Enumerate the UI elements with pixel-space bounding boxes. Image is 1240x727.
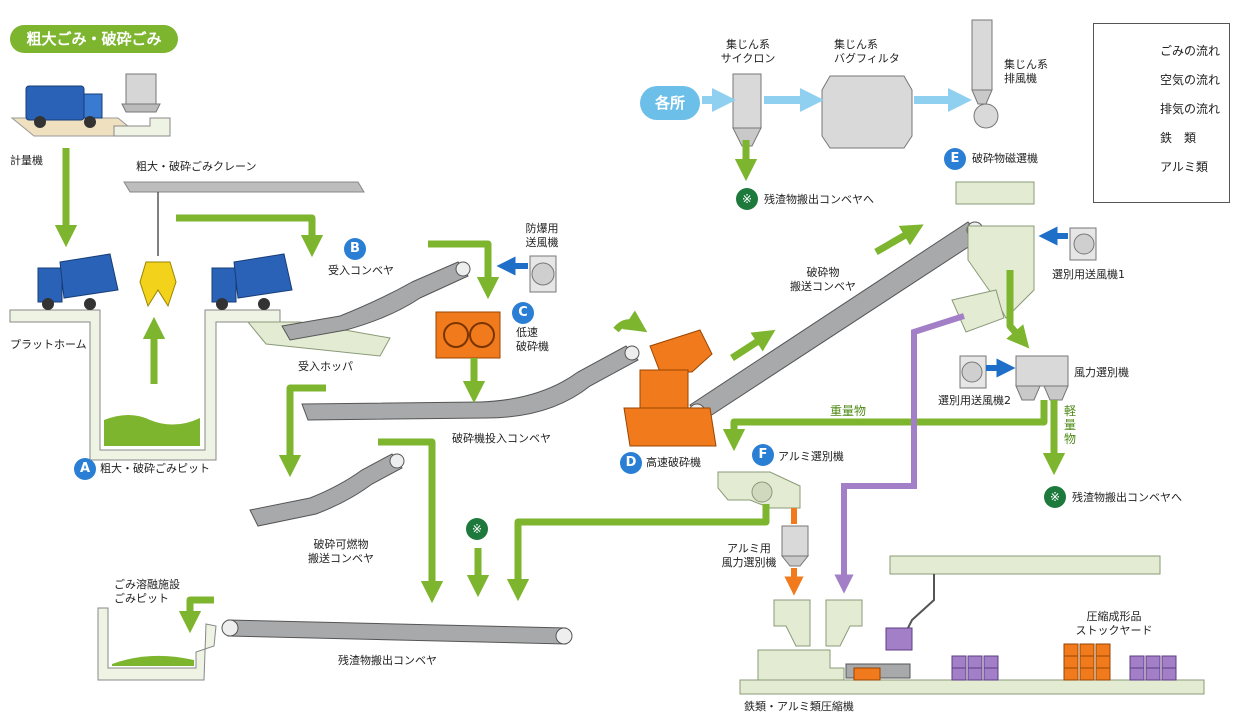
label-to-residue-conveyor-top: 残渣物搬出コンベヤへ <box>764 193 874 206</box>
legend-label: アルミ類 <box>1160 160 1208 174</box>
exhaust-fan <box>971 19 999 129</box>
label-al-wind-sorter-line1: アルミ用 <box>727 542 771 555</box>
legend-label: 排気の流れ <box>1160 102 1221 116</box>
sorting-fan-2 <box>959 355 987 389</box>
label-exhaust-fan-line1: 集じん系 <box>1004 58 1048 71</box>
pit-structure <box>9 309 281 461</box>
sorting-fan-1 <box>1069 227 1097 261</box>
label-wind-sorter: 風力選別機 <box>1074 366 1129 379</box>
receiving-hopper <box>246 321 391 357</box>
label-low-speed-line1: 低速 <box>516 326 538 339</box>
label-light-2: 量 <box>1064 418 1077 432</box>
label-melting-pit-line2: ごみピット <box>114 592 169 605</box>
waste-flow-arrows <box>54 140 1066 634</box>
label-compressor: 鉄類・アルミ類圧縮機 <box>744 700 854 713</box>
marker-d: D <box>620 452 642 474</box>
crusher-input-conveyor-belt <box>301 345 640 421</box>
weighing-booth <box>113 73 171 137</box>
marker-c: C <box>512 302 534 324</box>
label-sorting-fan-2: 選別用送風機2 <box>938 394 1011 407</box>
label-crushed-conveyor-line2: 搬送コンベヤ <box>790 280 856 293</box>
marker-a: A <box>74 458 96 480</box>
label-low-speed-line2: 破砕機 <box>516 340 549 353</box>
label-crushed-conveyor-line1: 破砕物 <box>806 266 840 279</box>
marker-b: B <box>344 238 366 260</box>
diagram-title: 粗大ごみ・破砕ごみ <box>10 25 178 53</box>
label-platform: プラットホーム <box>10 338 87 351</box>
label-exhaust-fan-line2: 排風機 <box>1004 72 1037 85</box>
magnetic-separator <box>955 181 1035 205</box>
label-crusher-input-conveyor: 破砕機投入コンベヤ <box>452 432 551 445</box>
label-compressed-yard-line2: ストックヤード <box>1075 624 1153 637</box>
label-light-3: 物 <box>1064 432 1077 446</box>
marker-e: E <box>944 148 966 170</box>
residue-conveyor-belt <box>221 619 573 645</box>
label-bag-filter-line2: バグフィルタ <box>834 52 900 65</box>
label-cyclone-line2: サイクロン <box>720 52 776 65</box>
high-speed-crusher <box>623 329 717 447</box>
explosion-proof-fan <box>529 255 557 293</box>
dump-truck-right <box>211 253 293 310</box>
label-crane: 粗大・破砕ごみクレーン <box>136 160 257 173</box>
label-magnetic-separator: 破砕物磁選機 <box>972 152 1038 165</box>
label-receiving-conveyor: 受入コンベヤ <box>328 264 394 277</box>
aluminum-sorter <box>717 471 801 509</box>
crane <box>123 181 365 308</box>
various-locations-badge: 各所 <box>640 86 700 120</box>
label-sorting-fan-1: 選別用送風機1 <box>1052 268 1125 281</box>
label-cyclone-line1: 集じん系 <box>726 38 770 51</box>
label-weighing: 計量機 <box>10 154 43 167</box>
label-high-speed-crusher: 高速破砕機 <box>646 456 701 469</box>
label-receiving-hopper: 受入ホッパ <box>298 360 353 373</box>
note-mark-center: ※ <box>466 518 488 540</box>
label-explosion-fan-line2: 送風機 <box>525 236 559 249</box>
label-al-wind-sorter-line2: 風力選別機 <box>721 556 777 569</box>
label-bag-filter-line1: 集じん系 <box>834 38 878 51</box>
note-mark-right: ※ <box>1044 486 1066 508</box>
label-to-residue-conveyor-right: 残渣物搬出コンベヤへ <box>1072 491 1182 504</box>
iron-flow-arrow <box>834 313 965 594</box>
label-pit: 粗大・破砕ごみピット <box>100 462 210 475</box>
label-residue-conveyor: 残渣物搬出コンベヤ <box>338 654 437 667</box>
weighing-truck <box>10 85 142 137</box>
low-speed-crusher <box>435 311 501 359</box>
overhead-crane-right <box>885 555 1161 651</box>
compressor-bins <box>773 599 863 647</box>
marker-f: F <box>752 444 774 466</box>
legend: ごみの流れ 空気の流れ 排気の流れ 鉄 類 アルミ類 <box>1093 23 1230 203</box>
label-heavy: 重量物 <box>830 404 867 418</box>
receiving-conveyor-belt <box>281 261 471 341</box>
label-light-1: 軽 <box>1064 404 1077 418</box>
compressed-bales <box>951 643 1177 681</box>
note-mark-top: ※ <box>736 188 758 210</box>
dump-truck-left <box>37 253 119 310</box>
compressor-line <box>739 649 1205 695</box>
cyclone <box>732 73 762 147</box>
melting-facility-pit <box>97 607 217 681</box>
label-explosion-fan-line1: 防爆用 <box>525 222 559 235</box>
air-flow-arrows <box>496 226 1068 378</box>
label-compressed-yard-line1: 圧縮成形品 <box>1086 610 1142 623</box>
combustible-conveyor-belt <box>249 453 405 527</box>
label-melting-pit-line1: ごみ溶融施設 <box>114 578 180 591</box>
bag-filter <box>821 75 913 149</box>
wind-sorter <box>1015 355 1069 401</box>
legend-label: ごみの流れ <box>1160 44 1221 58</box>
legend-label: 鉄 類 <box>1160 131 1197 145</box>
label-aluminum-sorter: アルミ選別機 <box>778 450 844 463</box>
aluminum-wind-sorter <box>780 525 810 567</box>
label-combustible-conveyor-line1: 破砕可燃物 <box>313 538 369 551</box>
label-combustible-conveyor-line2: 搬送コンベヤ <box>308 552 374 565</box>
separator-chute <box>951 225 1035 333</box>
legend-label: 空気の流れ <box>1160 73 1221 87</box>
